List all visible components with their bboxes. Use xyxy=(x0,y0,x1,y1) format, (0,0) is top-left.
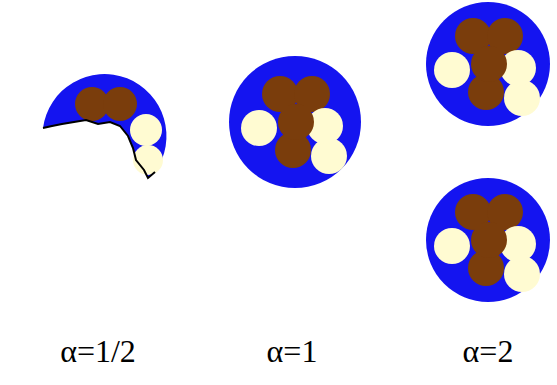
parameter-label: α=2 xyxy=(463,334,514,369)
parameter-label: α=1/2 xyxy=(60,334,136,369)
double-drop xyxy=(426,2,550,302)
parameter-label: α=1 xyxy=(267,334,318,369)
broken-drop xyxy=(43,74,166,178)
whole-drop xyxy=(229,56,361,188)
